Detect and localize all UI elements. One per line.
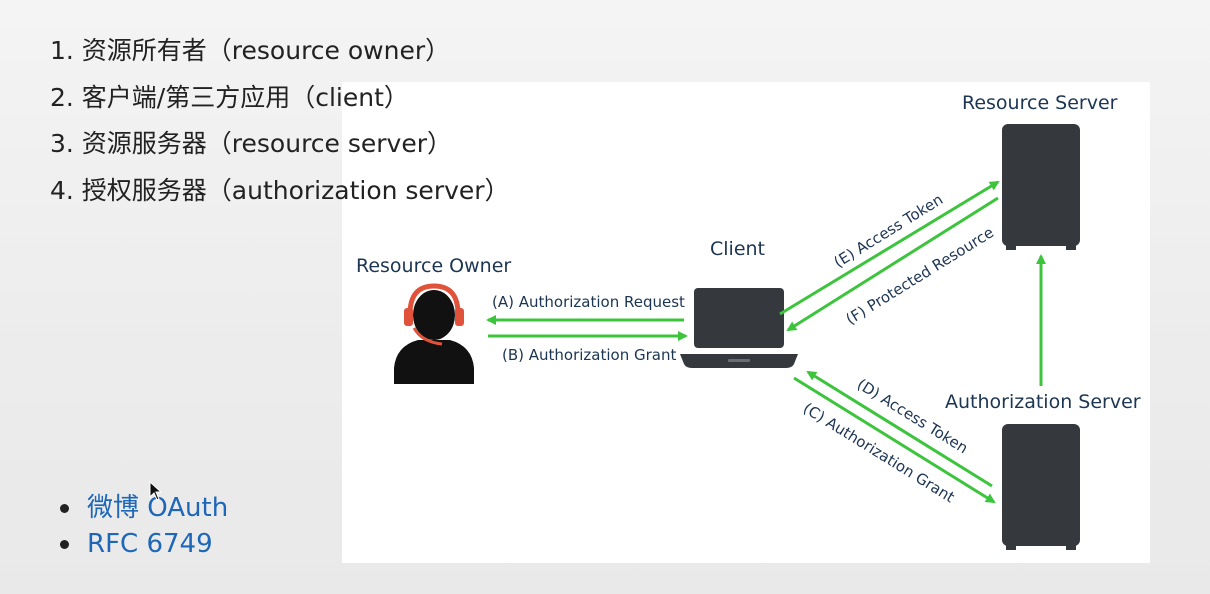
resource-owner-label: Resource Owner — [356, 255, 511, 277]
oauth-roles-list: 1. 资源所有者（resource owner） 2. 客户端/第三方应用（cl… — [50, 28, 510, 214]
oauth-flow-diagram: Resource Owner Client Resource Server Au… — [342, 82, 1150, 563]
authorization-server-label: Authorization Server — [945, 391, 1141, 413]
client-label: Client — [710, 238, 765, 260]
resource-server-icon — [1002, 124, 1080, 250]
role-item-authorization-server: 4. 授权服务器（authorization server） — [50, 175, 510, 205]
authorization-server-icon — [1002, 424, 1080, 550]
link-item-weibo-oauth: 微博 OAuth — [58, 490, 228, 526]
rfc-6749-link[interactable]: RFC 6749 — [87, 529, 213, 559]
role-item-resource-owner: 1. 资源所有者（resource owner） — [50, 36, 451, 65]
role-item-client: 2. 客户端/第三方应用（client） — [50, 82, 409, 112]
flow-label-a: (A) Authorization Request — [492, 293, 685, 311]
arrow-e — [779, 180, 1000, 316]
link-item-rfc-6749: RFC 6749 — [58, 526, 228, 562]
mouse-cursor-icon — [149, 481, 163, 501]
arrow-f — [786, 196, 999, 332]
oauth-flow-svg: Resource Owner Client Resource Server Au… — [356, 92, 1141, 550]
flow-label-b: (B) Authorization Grant — [502, 346, 676, 364]
arrow-d — [806, 370, 993, 488]
role-item-resource-server: 3. 资源服务器（resource server） — [50, 129, 453, 158]
resource-server-label: Resource Server — [962, 92, 1118, 114]
laptop-icon — [680, 288, 798, 368]
reference-links: 微博 OAuth RFC 6749 — [58, 490, 228, 562]
resource-owner-icon — [394, 283, 474, 384]
arrow-c — [793, 376, 996, 504]
